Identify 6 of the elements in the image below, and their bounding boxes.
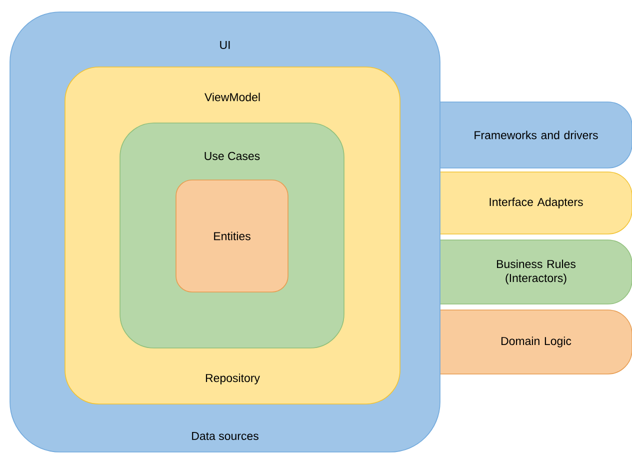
layer-box: Entities xyxy=(176,180,288,292)
layer-tab: Domain Logic xyxy=(424,310,632,374)
layer-tab: Business Rules (Interactors) xyxy=(424,240,632,304)
node-label: Frameworks and drivers xyxy=(474,130,598,140)
layer-tab: Frameworks and drivers xyxy=(424,102,632,168)
layer-tab: Interface Adapters xyxy=(424,172,632,234)
